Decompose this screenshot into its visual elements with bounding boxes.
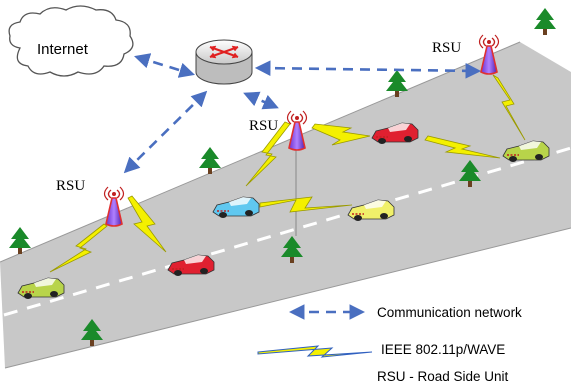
- wireless-links: [49, 74, 526, 273]
- legend: Communication network IEEE 802.11p/WAVE …: [257, 304, 522, 384]
- legend-lightning-icon: [257, 345, 373, 358]
- tree-icon: [534, 8, 556, 35]
- rsu-top-right: RSU: [432, 34, 500, 75]
- legend-wireless: IEEE 802.11p/WAVE: [257, 342, 505, 358]
- lightning-icon: [259, 196, 353, 213]
- router-icon: [195, 39, 253, 85]
- rsu-label-middle: RSU: [249, 118, 278, 134]
- lightning-icon: [49, 223, 108, 273]
- lightning-icon: [492, 74, 526, 141]
- legend-communication: Communication network: [288, 304, 522, 320]
- link-internet-router: [134, 53, 195, 78]
- rsu-label-left: RSU: [56, 178, 85, 194]
- rsu-tower-icon: [103, 186, 125, 227]
- legend-wireless-label: IEEE 802.11p/WAVE: [381, 342, 505, 357]
- internet-cloud: Internet: [8, 5, 134, 77]
- internet-label: Internet: [37, 41, 89, 58]
- rsu-label-top-right: RSU: [432, 40, 461, 56]
- lightning-icon: [311, 123, 371, 146]
- lightning-icon: [424, 135, 501, 159]
- legend-communication-label: Communication network: [377, 305, 522, 320]
- link-router-rsu-middle: [243, 91, 279, 110]
- cloud-icon: [8, 5, 134, 77]
- link-router-rsu-left: [123, 90, 208, 174]
- communication-links: [123, 53, 482, 174]
- lightning-icon: [127, 195, 167, 253]
- link-router-rsu-topright: [254, 60, 482, 79]
- rsu-left: RSU: [56, 178, 125, 227]
- rsu-tower-icon: [286, 110, 308, 151]
- lightning-icon: [245, 121, 291, 187]
- rsu-middle: RSU: [249, 110, 308, 151]
- router: [195, 39, 253, 85]
- legend-rsu-definition: RSU - Road Side Unit: [377, 369, 509, 384]
